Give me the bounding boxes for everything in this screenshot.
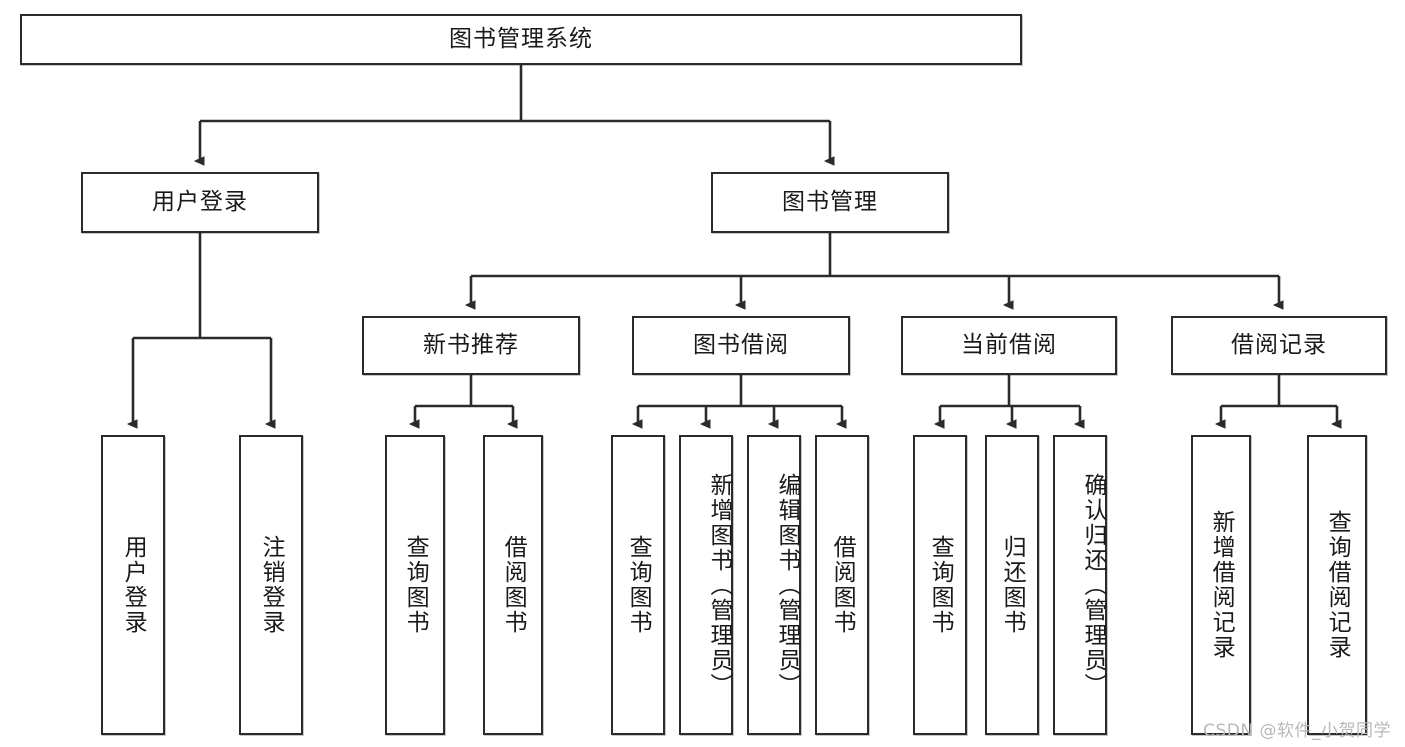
node-leaf-logout[interactable]: 注销登录 [239,435,303,735]
node-label: 查询图书 [927,535,954,635]
node-new-book-rec[interactable]: 新书推荐 [362,316,580,375]
node-label: 用户登录 [152,188,248,215]
watermark: CSDN @软件_小贺同学 [1203,721,1391,741]
node-label: 查询图书 [625,535,652,635]
node-leaf-query-record[interactable]: 查询借阅记录 [1307,435,1367,735]
node-book-manage[interactable]: 图书管理 [711,172,949,233]
node-leaf-edit-book[interactable]: 编辑图书（管理员） [747,435,801,735]
node-leaf-query-book-3[interactable]: 查询图书 [913,435,967,735]
node-leaf-confirm-ret[interactable]: 确认归还（管理员） [1053,435,1107,735]
node-label: 归还图书 [999,535,1026,635]
node-leaf-query-book-2[interactable]: 查询图书 [611,435,665,735]
node-label: 用户登录 [120,535,147,635]
node-label: 借阅图书 [500,535,527,635]
node-label: 注销登录 [258,535,285,635]
node-label: 借阅记录 [1231,331,1327,358]
node-label: 新增图书（管理员） [706,472,732,698]
node-leaf-query-book-1[interactable]: 查询图书 [385,435,445,735]
node-leaf-add-book[interactable]: 新增图书（管理员） [679,435,733,735]
node-label: 新书推荐 [423,331,519,358]
node-current-borrow[interactable]: 当前借阅 [901,316,1117,375]
node-root[interactable]: 图书管理系统 [20,14,1022,65]
node-label: 当前借阅 [961,331,1057,358]
node-user-login[interactable]: 用户登录 [81,172,319,233]
node-label: 编辑图书（管理员） [774,472,800,698]
node-label: 确认归还（管理员） [1080,472,1106,698]
node-label: 图书借阅 [693,331,789,358]
node-label: 查询图书 [402,535,429,635]
node-leaf-add-record[interactable]: 新增借阅记录 [1191,435,1251,735]
node-label: 查询借阅记录 [1324,510,1351,660]
node-leaf-return-book[interactable]: 归还图书 [985,435,1039,735]
node-label: 图书管理 [782,188,878,215]
node-label: 图书管理系统 [449,25,593,52]
node-label: 新增借阅记录 [1208,510,1235,660]
node-book-borrow[interactable]: 图书借阅 [632,316,850,375]
node-borrow-record[interactable]: 借阅记录 [1171,316,1387,375]
node-leaf-borrow-book-1[interactable]: 借阅图书 [483,435,543,735]
node-leaf-borrow-book-2[interactable]: 借阅图书 [815,435,869,735]
node-label: 借阅图书 [829,535,856,635]
node-leaf-user-login[interactable]: 用户登录 [101,435,165,735]
